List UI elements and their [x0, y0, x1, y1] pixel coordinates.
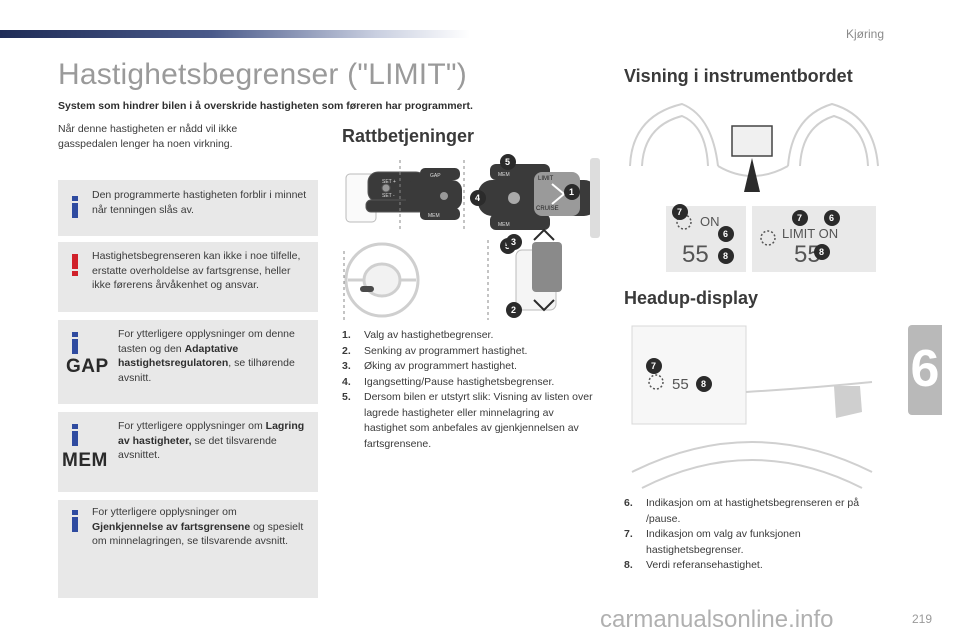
medium-stalk-illustration: GAP MEM: [406, 168, 462, 220]
steering-wheel-illustration: [344, 242, 420, 318]
info-icon: [72, 196, 78, 218]
svg-text:55: 55: [672, 376, 689, 393]
steering-controls-heading: Rattbetjeninger: [342, 126, 475, 146]
steering-wheel-lines: [631, 381, 873, 489]
svg-text:3: 3: [511, 237, 516, 247]
svg-text:55: 55: [682, 241, 709, 268]
headup-display-heading: Headup-display: [624, 288, 759, 308]
steering-controls-list: 1.Valg av hastighetbegrenser. 2.Senking …: [342, 328, 598, 452]
mem-button-icon: MEM: [62, 450, 108, 471]
svg-text:6: 6: [723, 229, 728, 239]
info-icon: [72, 424, 78, 446]
list-item: 4.Igangsetting/Pause hastighetsbegrenser…: [342, 375, 555, 388]
pointer-arrow: [744, 158, 760, 192]
list-item: 2.Senking av programmert hastighet.: [342, 344, 528, 357]
badge-2: 2: [506, 302, 522, 318]
headup-display-illustration: 55 7 8: [631, 325, 873, 489]
list-item: 8.Verdi referansehastighet.: [624, 559, 763, 571]
info-box-text: For ytterligere opplysninger om Gjenkjen…: [92, 506, 304, 547]
warning-box: Hastighetsbegrenseren kan ikke i noe til…: [58, 242, 318, 312]
svg-text:8: 8: [819, 247, 824, 257]
svg-text:7: 7: [651, 361, 656, 371]
list-item: 1.Valg av hastighetbegrenser.: [342, 329, 494, 341]
svg-text:GAP: GAP: [430, 173, 441, 179]
svg-text:MEM: MEM: [498, 222, 510, 228]
display-limit-on: LIMIT ON 55 7 6 8: [752, 206, 876, 272]
display-legend-list: 6.Indikasjon om at hastighetsbegrenseren…: [624, 496, 886, 574]
svg-text:7: 7: [677, 207, 682, 217]
cruise-limit-stalk: LIMIT CRUISE MEM MEM: [478, 158, 600, 238]
list-item: 7.Indikasjon om valg av funksjonen hasti…: [624, 528, 801, 556]
steering-controls-illustration: SET + SET - GAP MEM LIMIT CRUISE MEM MEM: [343, 154, 600, 320]
svg-text:2: 2: [511, 305, 516, 315]
section-name: Kjøring: [845, 27, 884, 41]
list-item: 6.Indikasjon om at hastighetsbegrenseren…: [624, 497, 860, 525]
hud-readout: 55 7 8: [646, 358, 712, 393]
svg-text:SET +: SET +: [382, 179, 396, 185]
page-subtitle: System som hindrer bilen i å overskride …: [58, 100, 473, 112]
list-item: 3.Øking av programmert hastighet.: [342, 360, 517, 372]
svg-text:4: 4: [475, 193, 480, 203]
svg-text:ON: ON: [700, 214, 720, 229]
svg-text:LIMIT ON: LIMIT ON: [782, 226, 838, 241]
hud-projector: [834, 386, 862, 418]
svg-text:8: 8: [723, 251, 728, 261]
page-title: Hastighetsbegrenser ("LIMIT"): [58, 58, 467, 91]
info-box-mem: MEM For ytterligere opplysninger om Lagr…: [58, 412, 318, 492]
info-box-gap: GAP For ytterligere opplysninger om denn…: [58, 320, 318, 404]
svg-text:CRUISE: CRUISE: [536, 206, 559, 212]
info-box-memory: Den programmerte hastigheten forblir i m…: [58, 180, 318, 236]
info-box-text: For ytterligere opplysninger om Lagring …: [118, 420, 305, 461]
svg-text:6: 6: [829, 213, 834, 223]
badge-1: 1: [564, 184, 580, 200]
warning-icon: [72, 254, 78, 276]
display-on: ON 55 7 6 8: [666, 204, 746, 272]
gap-button-icon: GAP: [66, 356, 109, 377]
chapter-tab: 6: [908, 325, 942, 415]
stalk-side-view: [515, 228, 562, 312]
instrument-display-heading: Visning i instrumentbordet: [624, 66, 853, 86]
svg-text:1: 1: [569, 187, 574, 197]
info-box-text: For ytterligere opplysninger om denne ta…: [118, 328, 295, 384]
warning-box-text: Hastighetsbegrenseren kan ikke i noe til…: [92, 250, 301, 291]
svg-text:8: 8: [701, 379, 706, 389]
header-bar: [0, 30, 470, 38]
svg-text:LIMIT: LIMIT: [538, 176, 554, 182]
svg-text:5: 5: [505, 157, 510, 167]
windshield-view: [631, 325, 747, 425]
svg-text:MEM: MEM: [428, 213, 440, 219]
svg-text:7: 7: [797, 213, 802, 223]
dashboard-gauges: [629, 102, 879, 177]
info-box-text: Den programmerte hastigheten forblir i m…: [92, 189, 307, 216]
badge-4: 4: [470, 190, 486, 206]
info-icon: [72, 510, 78, 532]
intro-text: Når denne hastigheten er nådd vil ikke g…: [58, 123, 238, 150]
page-number: 219: [911, 612, 932, 626]
list-item: 5.Dersom bilen er utstyrt slik: Visning …: [342, 391, 593, 450]
badge-3-side: 3: [506, 234, 522, 250]
info-icon: [72, 332, 78, 354]
instrument-panel-illustration: ON 55 7 6 8 LIMIT ON 55 7 6 8: [629, 102, 879, 272]
watermark: carmanualsonline.info: [600, 606, 834, 633]
badge-5-top: 5: [500, 154, 516, 170]
svg-text:MEM: MEM: [498, 172, 510, 178]
svg-text:SET -: SET -: [382, 193, 395, 199]
info-box-speed-recognition: For ytterligere opplysninger om Gjenkjen…: [58, 500, 318, 598]
display-screen-highlight: [731, 125, 773, 157]
